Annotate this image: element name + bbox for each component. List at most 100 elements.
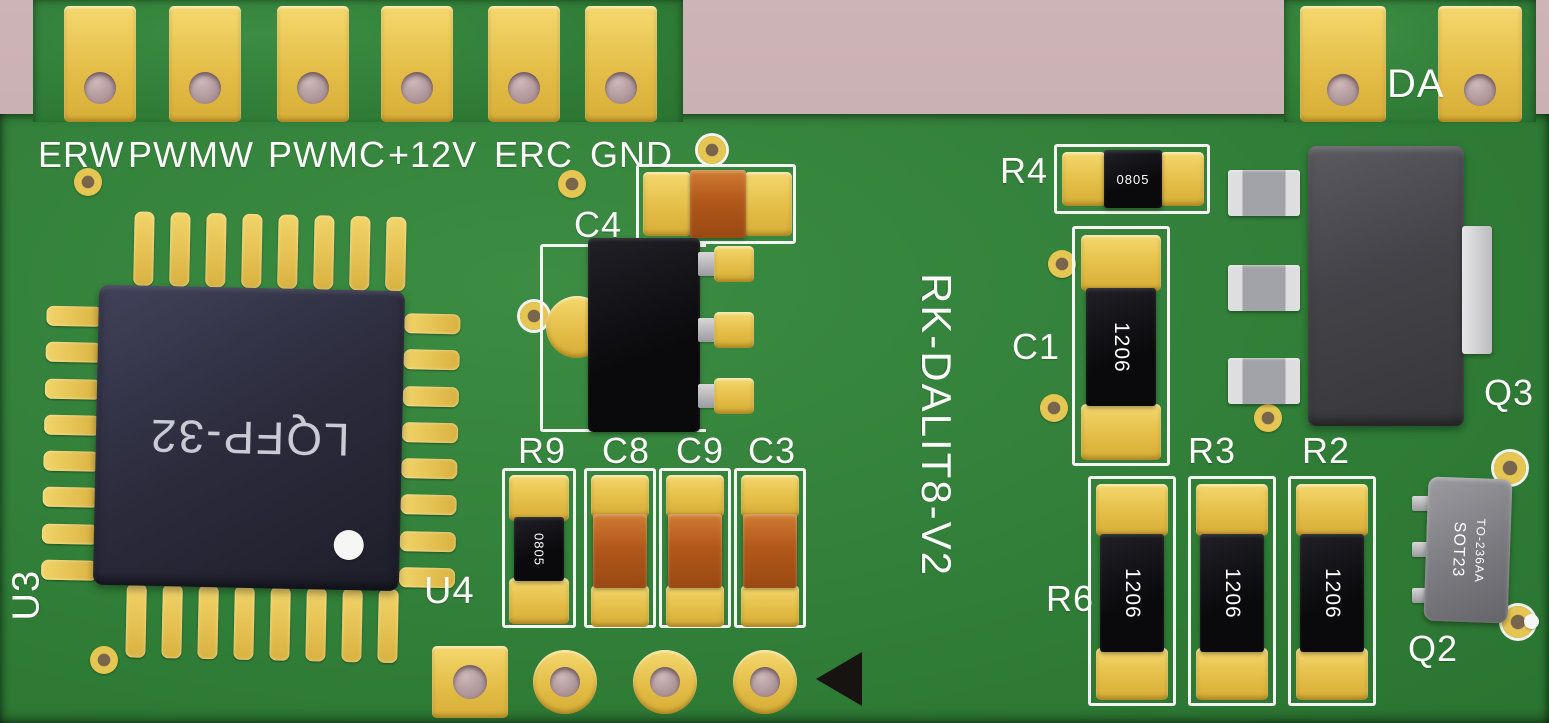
r6-silk-outline <box>1088 476 1176 706</box>
r3-size-marking: 1206 <box>1221 567 1244 619</box>
r3-resistor-body: 1206 <box>1200 534 1264 652</box>
q2-package-marking: TO-236AA <box>1471 517 1489 583</box>
connector-hole-gnd <box>605 72 637 104</box>
qfp-pin <box>41 523 99 545</box>
silk-label-r9: R9 <box>518 430 567 471</box>
c3-capacitor-body <box>743 514 797 588</box>
qfp-pin <box>46 305 103 327</box>
r2-pad-bottom <box>1296 648 1368 700</box>
r9-silk-outline <box>502 468 576 628</box>
silk-label-gnd: GND <box>590 134 673 175</box>
connector-pad-12v <box>381 6 453 122</box>
board-title: RK-DALIT8-V2 <box>913 272 960 578</box>
silk-label-r6: R6 <box>1046 578 1095 619</box>
bottom-round-pad <box>733 650 797 714</box>
qfp-pin <box>169 212 191 287</box>
c8-capacitor-body <box>593 514 647 588</box>
qfp-pin <box>404 313 461 335</box>
u3-package-marking: LQFP-32 <box>148 409 350 467</box>
r2-pad-top <box>1296 484 1368 536</box>
silk-label-c9: C9 <box>676 430 725 471</box>
qfp-pin <box>313 215 335 290</box>
qfp-pin <box>377 588 399 664</box>
u3-pins-top <box>133 211 407 292</box>
silk-dot <box>1524 614 1539 629</box>
u4-lead-pad <box>714 246 754 282</box>
qfp-pin <box>399 530 457 552</box>
u4-lead-pad <box>714 312 754 348</box>
bottom-square-hole <box>453 665 487 699</box>
r3-silk-outline <box>1188 476 1276 706</box>
u3-pins-right <box>398 313 461 589</box>
connector-pad-erw <box>64 6 136 122</box>
qfp-pin <box>269 586 291 661</box>
c3-pad-bottom <box>741 585 799 627</box>
qfp-pin <box>44 378 102 400</box>
c8-pad-top <box>591 475 649 517</box>
r9-pad-top <box>509 475 569 521</box>
qfp-pin <box>205 213 227 288</box>
r4-size-marking: 0805 <box>1116 171 1150 187</box>
silk-label-u3: U3 <box>5 569 48 621</box>
r4-resistor-body: 0805 <box>1104 150 1162 208</box>
r9-pad-bottom <box>509 578 569 624</box>
u3-chip-body: LQFP-32 <box>92 284 406 592</box>
qfp-pin <box>400 494 457 516</box>
c1-pad-bottom <box>1081 404 1161 460</box>
r6-resistor-body: 1206 <box>1100 534 1164 652</box>
r6-pad-bottom <box>1096 648 1168 700</box>
q3-transistor-body <box>1308 146 1464 426</box>
u4-lead <box>698 318 716 342</box>
bottom-round-pad <box>633 650 697 714</box>
r3-pad-bottom <box>1196 648 1268 700</box>
c4-pad-right <box>744 172 792 236</box>
da-pad-2 <box>1438 6 1522 122</box>
silk-label-u4: U4 <box>424 570 475 612</box>
polarity-triangle-marker <box>816 652 862 706</box>
c9-pad-bottom <box>666 585 724 627</box>
qfp-pin <box>401 421 459 444</box>
c9-pad-top <box>666 475 724 517</box>
da-pad-1 <box>1300 6 1386 122</box>
r4-pad-right <box>1160 152 1204 206</box>
qfp-pin <box>341 587 363 663</box>
c4-silk-outline <box>636 164 796 244</box>
via <box>90 646 118 674</box>
via <box>74 168 102 196</box>
gray-passive-component <box>1228 265 1300 311</box>
bottom-round-pad <box>533 650 597 714</box>
qfp-pin <box>233 585 255 661</box>
bottom-round-hole <box>550 667 580 697</box>
c1-silk-outline <box>1072 226 1170 466</box>
r2-size-marking: 1206 <box>1321 567 1344 619</box>
gray-passive-component <box>1228 358 1300 404</box>
r6-pad-top <box>1096 484 1168 536</box>
bottom-round-hole <box>750 667 780 697</box>
qfp-pin <box>401 458 458 480</box>
silk-label-r3: R3 <box>1188 430 1237 471</box>
qfp-pin <box>125 583 147 658</box>
qfp-pin <box>43 414 101 436</box>
silk-label-12v: +12V <box>388 134 478 175</box>
connector-hole-pwmw <box>189 72 221 104</box>
silk-label-r4: R4 <box>1000 150 1049 191</box>
qfp-pin <box>161 584 183 659</box>
c8-pad-bottom <box>591 585 649 627</box>
via <box>698 136 726 164</box>
da-hole-2 <box>1464 74 1496 106</box>
q2-transistor-body: SOT23 TO-236AA <box>1423 476 1513 624</box>
q2-type-marking: SOT23 <box>1449 521 1468 578</box>
connector-hole-12v <box>401 72 433 104</box>
u4-lead-pad <box>714 378 754 414</box>
silk-label-erc: ERC <box>494 134 574 175</box>
bottom-square-pad <box>432 646 508 718</box>
c1-size-marking: 1206 <box>1110 321 1133 373</box>
u4-lead <box>698 252 716 276</box>
qfp-pin <box>349 216 371 291</box>
qfp-pin <box>403 349 460 371</box>
via <box>1254 404 1282 432</box>
r9-size-marking: 0805 <box>531 532 547 566</box>
r4-silk-outline <box>1054 144 1210 214</box>
connector-pad-pwmw <box>169 6 241 122</box>
